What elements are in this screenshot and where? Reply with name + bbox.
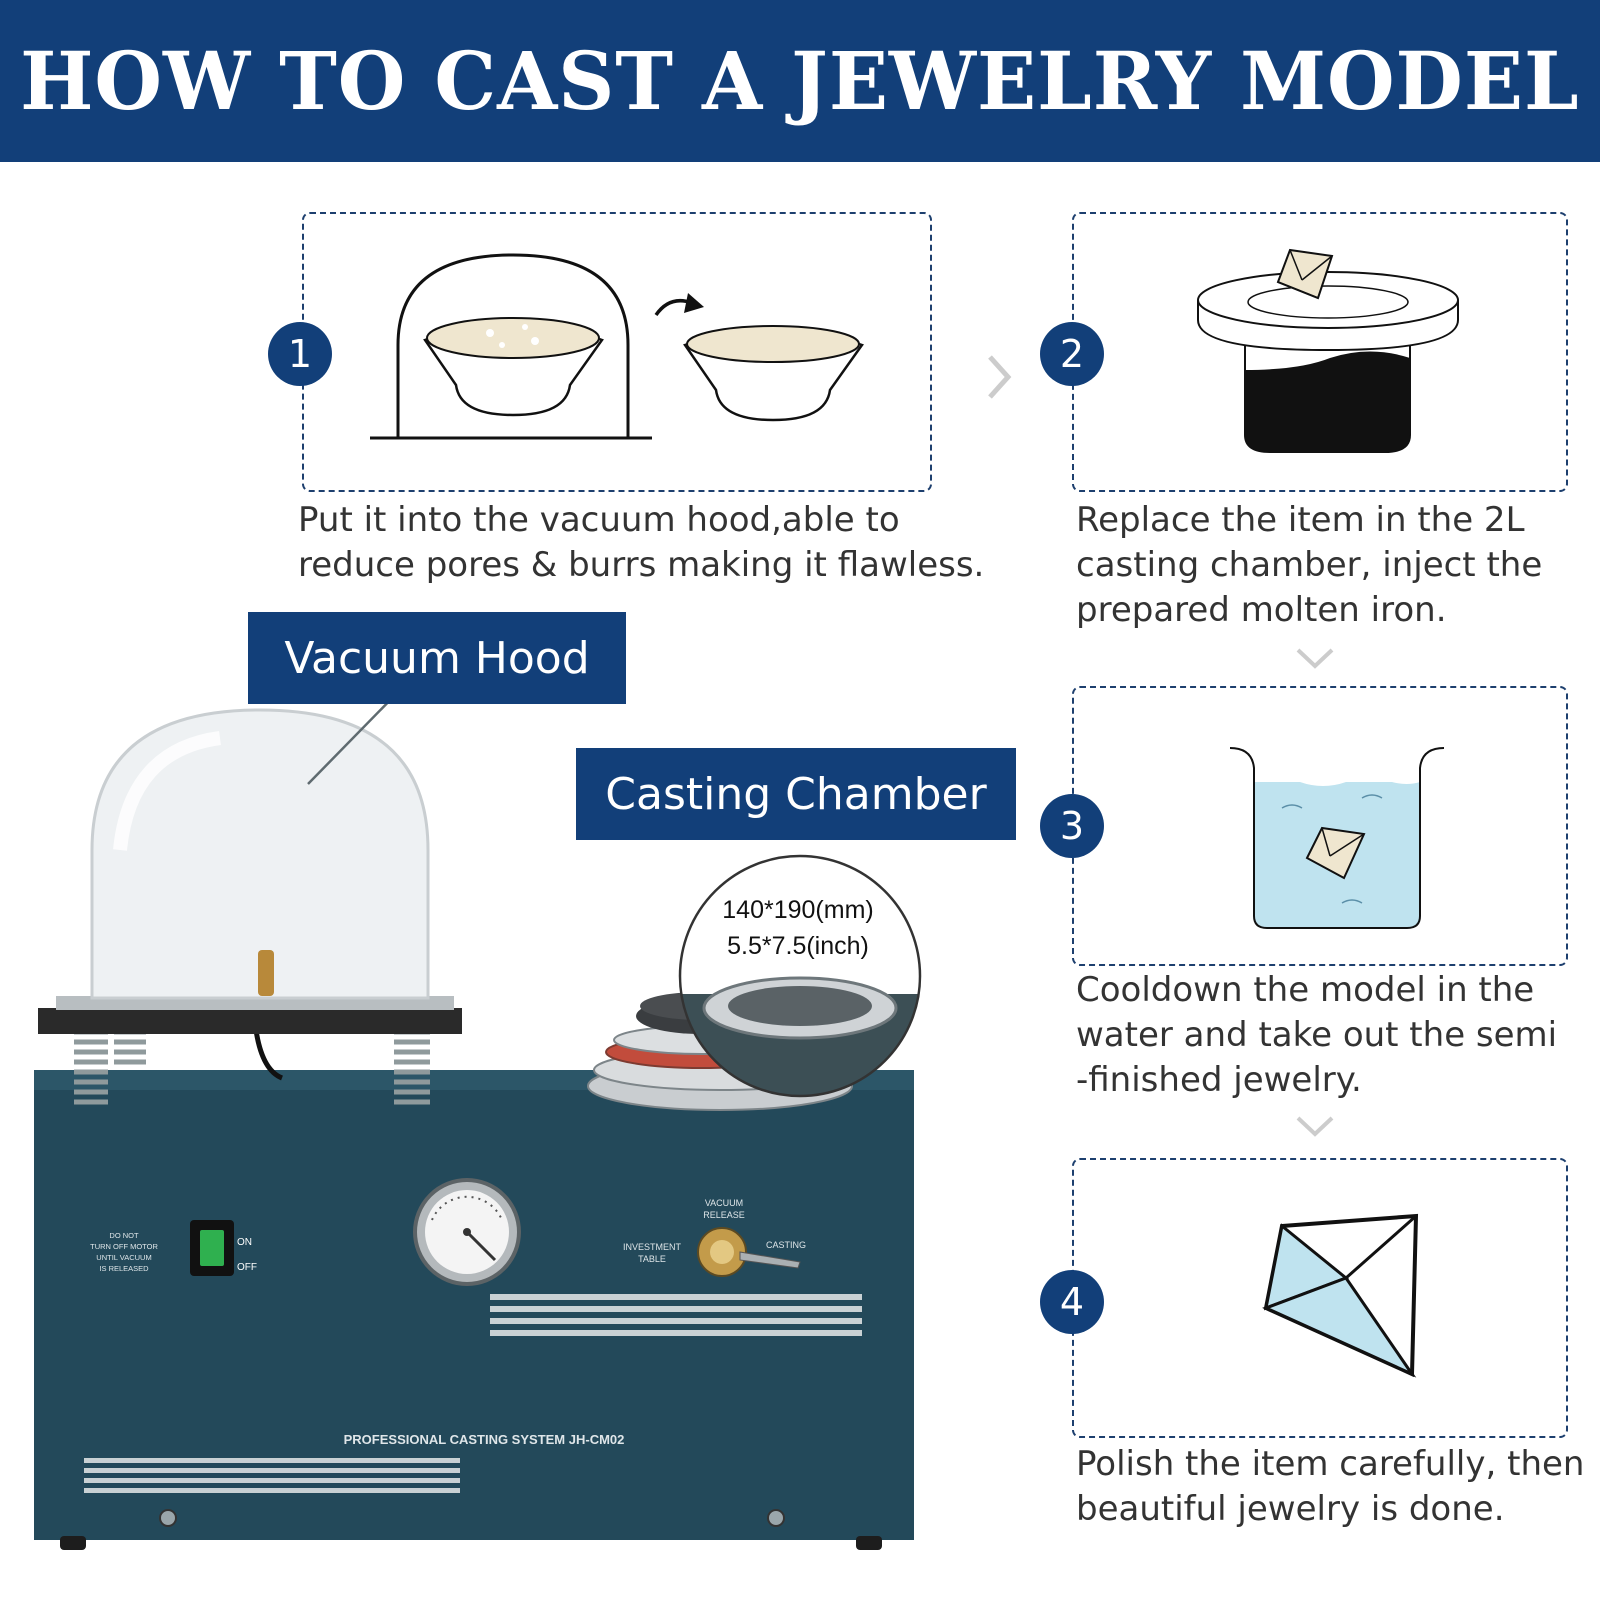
- vacuum-hood-label: Vacuum Hood: [248, 612, 626, 704]
- vacuum-hose: [253, 1029, 284, 1081]
- step-3-number-badge: 3: [1040, 794, 1104, 858]
- step-3-illustration: [1229, 747, 1445, 929]
- vacuum-table: [38, 1008, 462, 1034]
- valve-stem: [258, 950, 274, 996]
- casting-machine: ON OFF DO NOT TURN OFF MOTOR UNTIL VACUU…: [34, 689, 914, 1550]
- header-banner: HOW TO CAST A JEWELRY MODEL: [0, 0, 1600, 162]
- warning-line: TURN OFF MOTOR: [90, 1242, 158, 1251]
- machine-foot: [856, 1536, 882, 1550]
- screw-icon: [159, 1509, 177, 1527]
- step-3-caption: Cooldown the model in the water and take…: [1076, 968, 1576, 1103]
- step-1-caption-line: reduce pores & burrs making it flawless.: [298, 545, 985, 585]
- casting-flask-icon: [1244, 338, 1411, 453]
- step-2-caption-line: Replace the item in the 2L: [1076, 500, 1525, 540]
- vent-stripes: [84, 1458, 460, 1493]
- warning-line: IS RELEASED: [99, 1264, 149, 1273]
- casting-plate-icon: [1197, 271, 1459, 352]
- finished-diamond-icon: [1262, 1213, 1419, 1378]
- casting-chamber-label: Casting Chamber: [576, 748, 1016, 840]
- vacuum-release-label: VACUUM: [705, 1198, 743, 1208]
- warning-line: UNTIL VACUUM: [96, 1253, 151, 1262]
- step-4-illustration: [1262, 1213, 1419, 1378]
- vent-stripes: [490, 1294, 862, 1336]
- machine-foot: [60, 1536, 86, 1550]
- chamber-magnifier: 140*190(mm) 5.5*7.5(inch): [678, 854, 922, 1098]
- step-1-caption-line: Put it into the vacuum hood,able to: [298, 500, 900, 540]
- spring-icon: [114, 1029, 146, 1065]
- valve-knob-icon: [697, 1227, 801, 1277]
- investment-table-label: INVESTMENT: [623, 1242, 682, 1252]
- step-1-number-badge: 1: [268, 322, 332, 386]
- chevron-right-icon: [988, 355, 1012, 399]
- step-2-number-badge: 2: [1040, 322, 1104, 386]
- curved-arrow-icon: [654, 293, 704, 317]
- step-3-caption-line: Cooldown the model in the: [1076, 970, 1535, 1010]
- vacuum-dome-icon: [370, 253, 652, 440]
- step-4-caption-line: Polish the item carefully, then: [1076, 1444, 1585, 1484]
- step-4-caption: Polish the item carefully, then beautifu…: [1076, 1442, 1596, 1532]
- step-4-caption-line: beautiful jewelry is done.: [1076, 1489, 1505, 1529]
- step-1-illustration: [370, 253, 864, 440]
- diamond-model-icon: [1305, 826, 1366, 880]
- warning-line: DO NOT: [109, 1231, 139, 1240]
- chamber-size-mm: 140*190(mm): [722, 896, 873, 924]
- page-title: HOW TO CAST A JEWELRY MODEL: [20, 34, 1580, 128]
- pressure-gauge-icon: [413, 1178, 521, 1286]
- model-name: PROFESSIONAL CASTING SYSTEM JH-CM02: [344, 1432, 625, 1447]
- step-2-caption-line: casting chamber, inject the: [1076, 545, 1543, 585]
- step-3-caption-line: water and take out the semi: [1076, 1015, 1558, 1055]
- step-2-caption-line: prepared molten iron.: [1076, 590, 1447, 630]
- step-3-caption-line: -finished jewelry.: [1076, 1060, 1362, 1100]
- casting-label: CASTING: [766, 1240, 806, 1250]
- vacuum-dome: [90, 708, 430, 1000]
- chevron-down-icon: [1296, 648, 1334, 669]
- investment-table-label: TABLE: [638, 1254, 666, 1264]
- switch-on-label: ON: [237, 1237, 252, 1248]
- spring-icon: [394, 1029, 430, 1105]
- step-4-number-badge: 4: [1040, 1270, 1104, 1334]
- diamond-model-icon: [1276, 248, 1334, 300]
- spring-icon: [74, 1029, 108, 1105]
- step-1-caption: Put it into the vacuum hood,able to redu…: [298, 498, 1018, 588]
- warning-text: DO NOT TURN OFF MOTOR UNTIL VACUUM IS RE…: [90, 1231, 158, 1273]
- screw-icon: [767, 1509, 785, 1527]
- bowl-with-bubbles-icon: [423, 317, 604, 417]
- vacuum-release-label: RELEASE: [703, 1210, 745, 1220]
- chamber-size-inch: 5.5*7.5(inch): [727, 932, 869, 960]
- step-2-illustration: [1197, 248, 1459, 453]
- finished-bowl-icon: [683, 325, 864, 422]
- step-2-caption: Replace the item in the 2L casting chamb…: [1076, 498, 1576, 633]
- chevron-down-icon: [1296, 1116, 1334, 1137]
- switch-off-label: OFF: [237, 1262, 257, 1273]
